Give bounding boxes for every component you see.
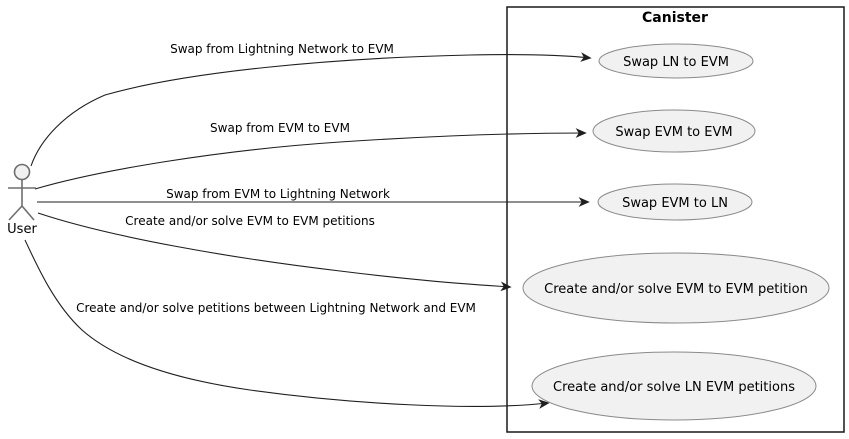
usecase-create-solve-evm-evm-petition-label: Create and/or solve EVM to EVM petition: [544, 282, 808, 297]
edge-label-swap-evm-to-evm: Swap from EVM to EVM: [210, 121, 350, 135]
usecase-create-solve-ln-evm-petitions-label: Create and/or solve LN EVM petitions: [553, 380, 795, 395]
edge-create-solve-ln-evm-petitions: [24, 239, 550, 409]
usecase-swap-evm-to-evm: Swap EVM to EVM: [592, 109, 756, 153]
actor-left-leg: [8, 205, 23, 221]
usecase-swap-evm-to-ln-label: Swap EVM to LN: [622, 196, 728, 211]
edge-label-swap-ln-to-evm: Swap from Lightning Network to EVM: [170, 42, 394, 56]
person-icon: [8, 163, 36, 221]
edge-swap-ln-to-evm: [30, 52, 592, 167]
usecase-swap-ln-to-evm-shape: [598, 43, 754, 79]
edges: Swap from Lightning Network to EVM Swap …: [24, 42, 592, 409]
usecase-swap-ln-to-evm: Swap LN to EVM: [598, 43, 754, 79]
usecase-swap-evm-to-evm-shape: [592, 109, 756, 153]
usecase-create-solve-ln-evm-petitions: Create and/or solve LN EVM petitions: [531, 351, 817, 421]
system-boundary-title: Canister: [642, 10, 708, 26]
user-actor: User: [7, 163, 37, 237]
edge-label-create-solve-ln-evm-petitions: Create and/or solve petitions between Li…: [76, 301, 476, 315]
usecases: Swap LN to EVM Swap EVM to EVM Swap EVM …: [522, 43, 830, 421]
usecase-create-solve-evm-evm-petition: Create and/or solve EVM to EVM petition: [522, 252, 830, 324]
actor-head: [13, 163, 31, 181]
usecase-swap-evm-to-ln-shape: [597, 183, 753, 221]
usecase-swap-evm-to-evm-label: Swap EVM to EVM: [615, 125, 732, 140]
actor-right-leg: [21, 205, 35, 221]
usecase-create-solve-evm-evm-petition-shape: [522, 252, 830, 324]
actor-label: User: [7, 222, 37, 237]
edge-create-solve-evm-evm-petitions: [37, 212, 512, 292]
usecase-swap-ln-to-evm-label: Swap LN to EVM: [623, 55, 729, 70]
edge-swap-evm-to-evm: [34, 128, 587, 190]
usecase-create-solve-ln-evm-petitions-shape: [531, 351, 817, 421]
edge-label-create-solve-evm-evm-petitions: Create and/or solve EVM to EVM petitions: [125, 214, 375, 228]
usecase-swap-evm-to-ln: Swap EVM to LN: [597, 183, 753, 221]
edge-label-swap-evm-to-ln: Swap from EVM to Lightning Network: [166, 187, 390, 201]
